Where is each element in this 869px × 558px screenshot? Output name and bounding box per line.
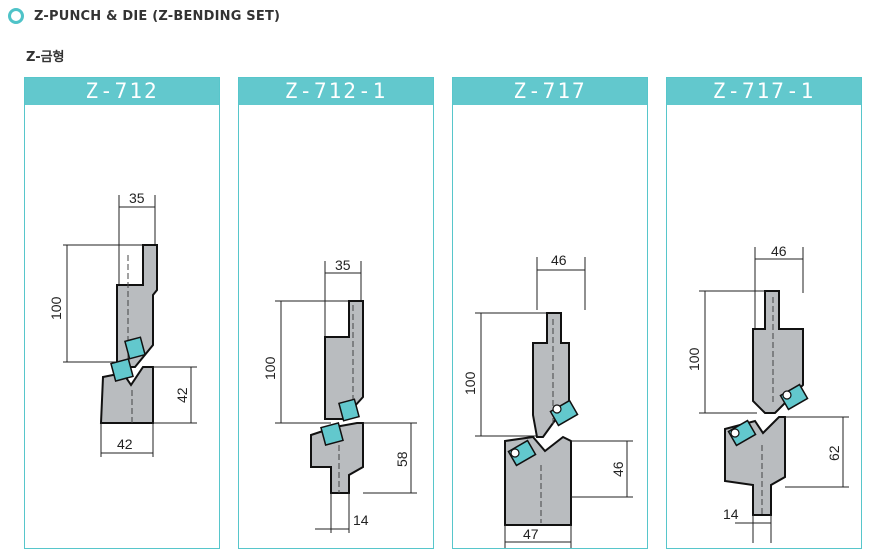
card-title: Z-712-1 bbox=[239, 78, 433, 105]
dim-bottom: 14 bbox=[723, 506, 739, 522]
insert-block bbox=[338, 398, 360, 422]
dim-right: 42 bbox=[174, 387, 190, 403]
tool-outline bbox=[116, 244, 158, 368]
insert-block bbox=[124, 336, 146, 360]
circle-bullet-icon bbox=[8, 8, 24, 24]
insert-block bbox=[727, 419, 757, 447]
z712-drawing: 35 100 42 42 bbox=[48, 190, 197, 457]
bolt-head bbox=[552, 404, 562, 414]
card-title: Z-717-1 bbox=[667, 78, 861, 105]
z717-drawing: 46 100 46 47 bbox=[462, 252, 633, 548]
product-card-z717[interactable]: Z-717 46 100 46 47 bbox=[452, 77, 648, 549]
insert-block bbox=[779, 383, 809, 411]
dim-top: 35 bbox=[335, 257, 351, 273]
bolt-head bbox=[510, 448, 520, 458]
section-header: Z-PUNCH & DIE (Z-BENDING SET) bbox=[8, 6, 280, 26]
product-card-z717-1[interactable]: Z-717-1 46 100 62 14 bbox=[666, 77, 862, 549]
tool-outline bbox=[752, 290, 804, 414]
dim-right: 58 bbox=[394, 451, 410, 467]
card-title: Z-717 bbox=[453, 78, 647, 105]
dim-top: 46 bbox=[771, 243, 787, 259]
dim-top: 46 bbox=[551, 252, 567, 268]
dim-top: 35 bbox=[129, 190, 145, 206]
section-subtitle: Z-금형 bbox=[26, 50, 65, 65]
dim-height: 100 bbox=[262, 356, 278, 380]
product-card-z712-1[interactable]: Z-712-1 35 100 58 14 bbox=[238, 77, 434, 549]
dim-height: 100 bbox=[48, 296, 64, 320]
z717-1-drawing: 46 100 62 14 bbox=[686, 243, 849, 543]
insert-block bbox=[320, 422, 344, 446]
page-title: Z-PUNCH & DIE (Z-BENDING SET) bbox=[34, 8, 281, 24]
z712-1-drawing: 35 100 58 14 bbox=[262, 257, 417, 533]
dim-right: 46 bbox=[610, 461, 626, 477]
bolt-head bbox=[782, 390, 792, 400]
dim-height: 100 bbox=[462, 371, 478, 395]
insert-block bbox=[110, 358, 134, 382]
insert-block bbox=[507, 439, 537, 467]
dim-bottom: 47 bbox=[523, 526, 539, 542]
card-title: Z-712 bbox=[25, 78, 219, 105]
dim-height: 100 bbox=[686, 347, 702, 371]
dim-right: 62 bbox=[826, 445, 842, 461]
product-card-z712[interactable]: Z-712 35 100 42 42 bbox=[24, 77, 220, 549]
dim-bottom: 42 bbox=[117, 436, 133, 452]
dim-bottom: 14 bbox=[353, 512, 369, 528]
bolt-head bbox=[730, 428, 740, 438]
